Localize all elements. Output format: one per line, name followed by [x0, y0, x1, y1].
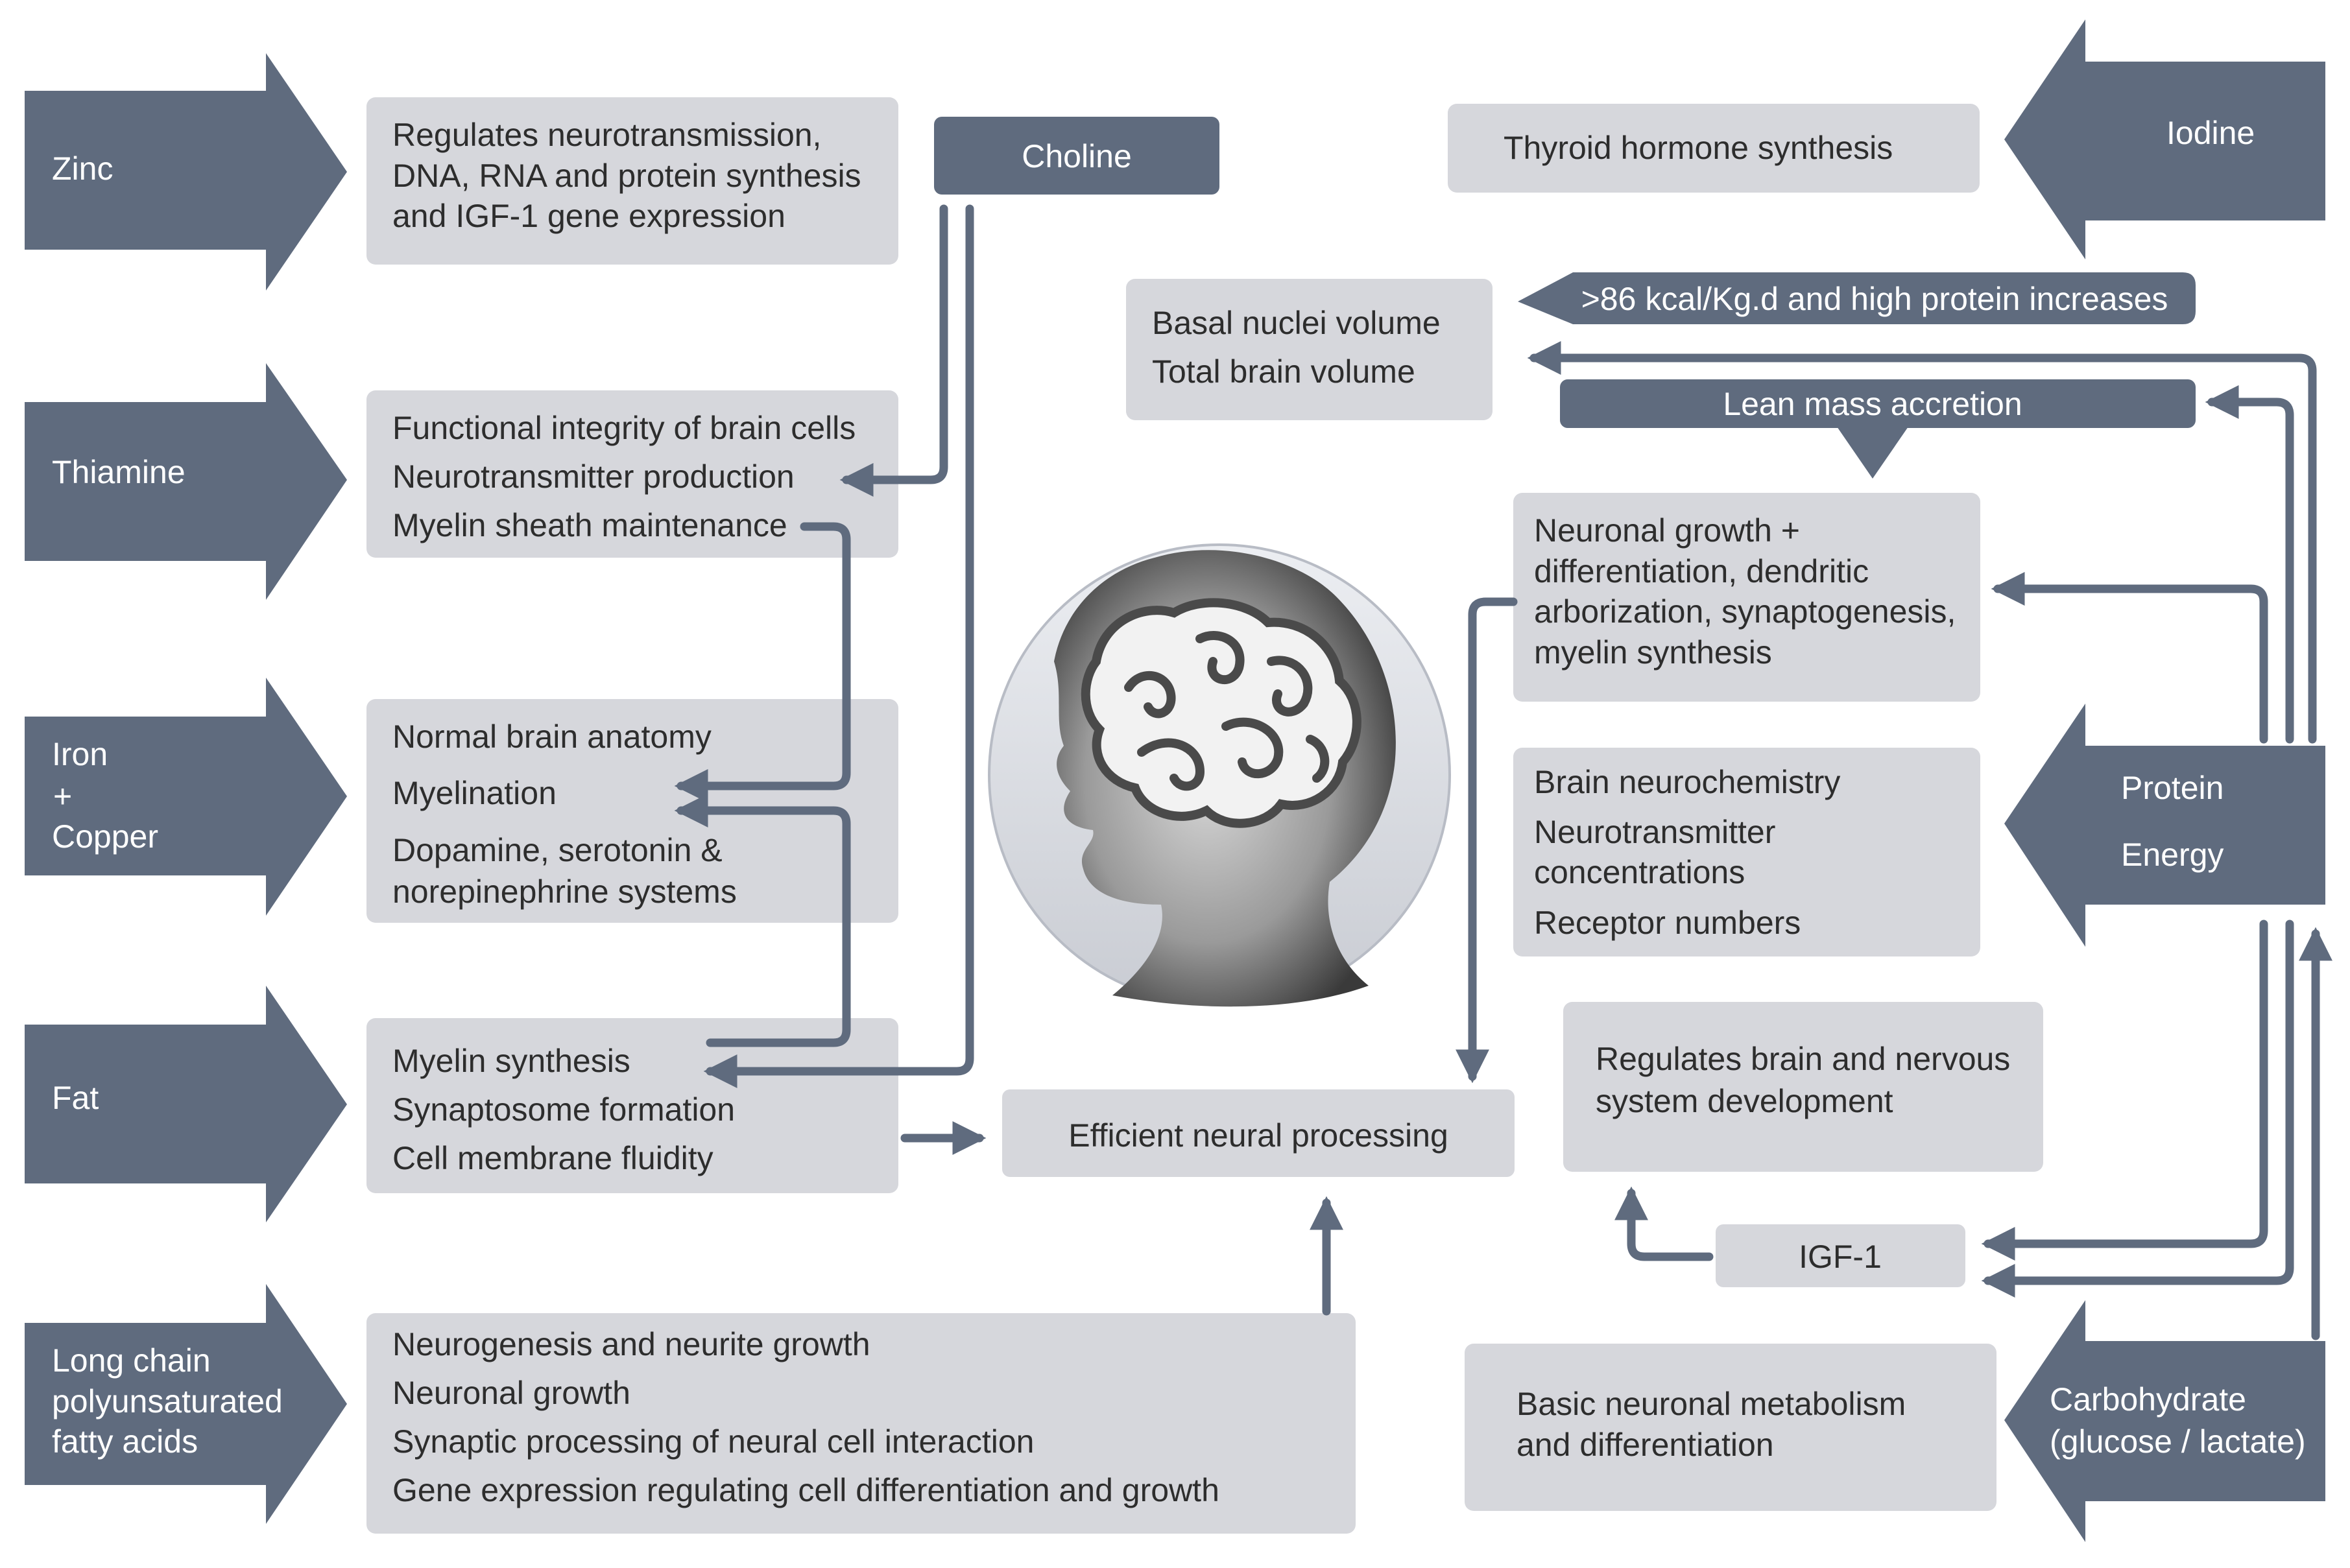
basic-metabolism-line: and differentiation: [1517, 1427, 1774, 1463]
efficient-label: Efficient neural processing: [1068, 1117, 1448, 1154]
zinc-effect-line: and IGF-1 gene expression: [392, 198, 785, 234]
regulates-development-box: Regulates brain and nervous system devel…: [1563, 1002, 2043, 1172]
thyroid-box: Thyroid hormone synthesis: [1448, 104, 1980, 193]
carbohydrate-arrow: Carbohydrate (glucose / lactate): [2004, 1300, 2325, 1542]
thiamine-effect-box: Functional integrity of brain cells Neur…: [366, 390, 898, 558]
choline-label: Choline: [1022, 138, 1132, 174]
neuronal-growth-line: differentiation, dendritic: [1534, 553, 1869, 589]
neuronal-growth-line: myelin synthesis: [1534, 634, 1772, 671]
protein-to-volume-connector: [1527, 341, 2317, 744]
iodine-arrow: Iodine: [2004, 19, 2325, 259]
iodine-label: Iodine: [2166, 115, 2255, 151]
neurochemistry-box: Brain neurochemistry Neurotransmitter co…: [1513, 748, 1980, 956]
lean-mass-banner: Lean mass accretion: [1560, 379, 2196, 479]
igf1-to-regulates-connector: [1614, 1186, 1714, 1261]
connectors: [674, 204, 2332, 1340]
regulates-line: system development: [1596, 1083, 1893, 1119]
neurochemistry-line: Brain neurochemistry: [1534, 764, 1840, 800]
energy-label: Energy: [2121, 837, 2224, 873]
igf1-box: IGF-1: [1716, 1224, 1965, 1287]
lcpufa-effect-line: Synaptic processing of neural cell inter…: [392, 1423, 1034, 1460]
fat-label: Fat: [52, 1080, 99, 1116]
protein-energy-arrow: Protein Energy: [2004, 704, 2325, 947]
lcpufa-arrow: Long chain polyunsaturated fatty acids: [25, 1284, 347, 1524]
neurochemistry-line: Receptor numbers: [1534, 905, 1801, 941]
regulates-line: Regulates brain and nervous: [1596, 1041, 2010, 1077]
iron-label: Iron: [52, 736, 108, 772]
neuronal-to-efficient-connector: [1456, 597, 1518, 1084]
efficient-neural-box: Efficient neural processing: [1002, 1089, 1515, 1177]
brain-volume-box: Basal nuclei volume Total brain volume: [1126, 279, 1493, 420]
iron-copper-effect-line: Myelination: [392, 775, 557, 811]
kcal-banner-label: >86 kcal/Kg.d and high protein increases: [1581, 281, 2168, 317]
protein-to-igf1-connector-a: [1981, 920, 2268, 1261]
lcpufa-effect-box: Neurogenesis and neurite growth Neuronal…: [366, 1313, 1356, 1534]
zinc-effect-box: Regulates neurotransmission, DNA, RNA an…: [366, 97, 898, 265]
fat-effect-line: Cell membrane fluidity: [392, 1140, 713, 1176]
neurochemistry-line: Neurotransmitter: [1534, 814, 1775, 850]
lean-mass-label: Lean mass accretion: [1723, 386, 2022, 422]
iron-copper-effect-line: Dopamine, serotonin &: [392, 832, 723, 868]
zinc-effect-line: Regulates neurotransmission,: [392, 117, 821, 153]
thiamine-effect-line: Myelin sheath maintenance: [392, 507, 787, 543]
kcal-banner: >86 kcal/Kg.d and high protein increases: [1518, 272, 2196, 324]
neuronal-growth-line: arborization, synaptogenesis,: [1534, 593, 1956, 630]
zinc-arrow: Zinc: [25, 53, 347, 291]
protein-to-igf1-connector-b: [1981, 920, 2294, 1298]
choline-to-thiamine-connector: [839, 204, 948, 497]
neuronal-growth-line: Neuronal growth +: [1534, 512, 1800, 549]
protein-to-lean-mass-connector: [2205, 385, 2294, 744]
fat-effect-box: Myelin synthesis Synaptosome formation C…: [366, 1018, 898, 1193]
lcpufa-effect-line: Neuronal growth: [392, 1375, 630, 1411]
lcpufa-label-1: Long chain: [52, 1342, 211, 1379]
fat-effect-line: Myelin synthesis: [392, 1043, 630, 1079]
iron-copper-arrow: Iron + Copper: [25, 678, 347, 916]
choline-box: Choline: [934, 117, 1219, 195]
copper-label: Copper: [52, 818, 158, 855]
basic-metabolism-line: Basic neuronal metabolism: [1517, 1386, 1906, 1422]
thiamine-effect-line: Neurotransmitter production: [392, 458, 795, 495]
zinc-label: Zinc: [52, 150, 113, 187]
igf1-label: IGF-1: [1799, 1239, 1882, 1275]
iron-copper-effect-box: Normal brain anatomy Myelination Dopamin…: [366, 699, 898, 923]
brain-volume-line: Basal nuclei volume: [1152, 305, 1441, 341]
neuronal-growth-box: Neuronal growth + differentiation, dendr…: [1513, 493, 1980, 702]
iron-copper-effect-line: Normal brain anatomy: [392, 719, 712, 755]
lcpufa-label-3: fatty acids: [52, 1423, 198, 1460]
protein-label: Protein: [2121, 770, 2224, 806]
choline-to-fat-connector: [703, 204, 974, 1088]
fat-arrow: Fat: [25, 986, 347, 1222]
neurochemistry-line: concentrations: [1534, 854, 1745, 890]
plus-label: +: [53, 778, 72, 814]
protein-to-neuronal-connector: [1991, 572, 2268, 744]
brain-volume-line: Total brain volume: [1152, 353, 1415, 390]
lcpufa-effect-line: Gene expression regulating cell differen…: [392, 1472, 1219, 1508]
thyroid-label: Thyroid hormone synthesis: [1504, 130, 1893, 166]
fat-to-myelination-connector: [674, 794, 851, 1047]
thiamine-effect-line: Functional integrity of brain cells: [392, 410, 856, 446]
fat-effect-line: Synaptosome formation: [392, 1091, 735, 1128]
zinc-effect-line: DNA, RNA and protein synthesis: [392, 158, 861, 194]
lcpufa-label-2: polyunsaturated: [52, 1383, 283, 1420]
carbohydrate-label-2: (glucose / lactate): [2050, 1423, 2306, 1460]
thiamine-to-myelination-connector: [674, 522, 851, 803]
thiamine-arrow: Thiamine: [25, 363, 347, 600]
carbohydrate-label-1: Carbohydrate: [2050, 1381, 2246, 1418]
thiamine-label: Thiamine: [52, 454, 186, 490]
basic-metabolism-box: Basic neuronal metabolism and differenti…: [1465, 1344, 1996, 1511]
brain-head-illustration: [988, 543, 1451, 1007]
iron-copper-effect-line: norepinephrine systems: [392, 873, 737, 910]
lcpufa-effect-line: Neurogenesis and neurite growth: [392, 1326, 870, 1362]
